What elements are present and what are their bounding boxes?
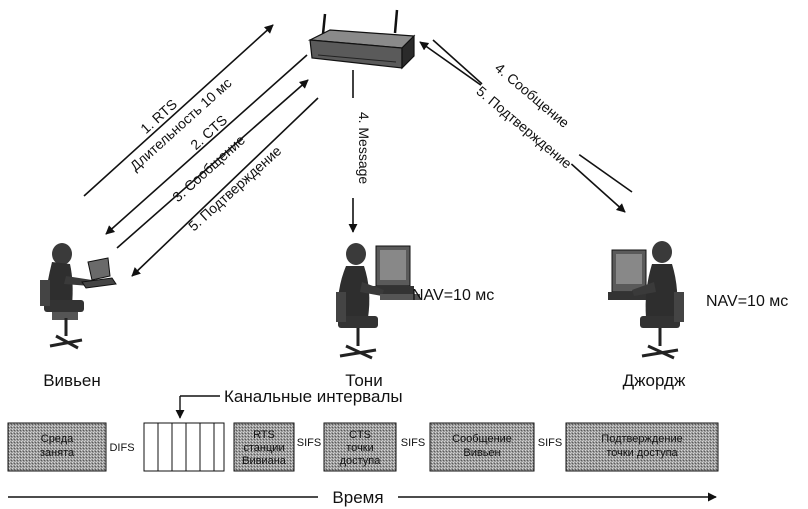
svg-text:Среда: Среда [41, 433, 74, 445]
channel-slots-callout: Канальные интервалы [175, 387, 403, 419]
access-point-icon [307, 9, 416, 70]
label-ack: 5. Подтверждение [185, 142, 284, 234]
time-label: Время [332, 488, 383, 507]
timeline-difs: DIFS [109, 442, 134, 454]
svg-text:CTS: CTS [349, 429, 371, 441]
svg-text:Вивиана: Вивиана [242, 455, 287, 467]
svg-text:Сообщение: Сообщение [452, 433, 512, 445]
arrow-rts [83, 24, 274, 197]
timeline-ack-box: Подтверждение точки доступа [565, 422, 719, 472]
timeline-cts-box: CTS точки доступа [323, 422, 397, 472]
timeline-message-box: Сообщение Вивьен [429, 422, 535, 472]
george-desktop-user-icon [608, 241, 684, 360]
tony-name: Тони [345, 371, 382, 390]
timeline-sifs-3: SIFS [538, 437, 562, 449]
timeline-rts-box: RTS станции Вивиана [233, 422, 295, 472]
timeline-slots [143, 422, 225, 472]
timeline-sifs-1: SIFS [297, 437, 321, 449]
george-nav-label: NAV=10 мс [706, 293, 788, 310]
tony-desktop-user-icon [336, 243, 420, 360]
svg-text:точки доступа: точки доступа [606, 447, 678, 459]
vivien-name: Вивьен [43, 371, 101, 390]
timeline: Среда занята DIFS RTS станции Вивиана SI… [7, 422, 719, 472]
svg-text:доступа: доступа [340, 455, 382, 467]
arrow-ack-to-vivien [131, 97, 319, 277]
left-arrows [83, 24, 319, 277]
left-arrow-labels: 1. RTS Длительность 10 мс 2. CTS 3. Сооб… [127, 75, 285, 235]
timeline-busy-box: Среда занята [7, 422, 107, 472]
arrow-cts [105, 54, 308, 235]
svg-text:станции: станции [243, 442, 284, 454]
tony-nav-label: NAV=10 мс [412, 287, 494, 304]
svg-text:занята: занята [40, 447, 75, 459]
vivien-laptop-user-icon [40, 243, 117, 350]
svg-text:Вивьен: Вивьен [463, 447, 500, 459]
svg-text:RTS: RTS [253, 429, 275, 441]
label-center-message: 4. Message [356, 112, 372, 185]
channel-slots-label: Канальные интервалы [224, 387, 403, 406]
timeline-sifs-2: SIFS [401, 437, 425, 449]
svg-text:Подтверждение: Подтверждение [601, 433, 682, 445]
time-axis: Время [8, 488, 717, 507]
arrow-message-to-ap [116, 79, 309, 249]
george-name: Джордж [623, 371, 686, 390]
svg-text:точки: точки [346, 442, 373, 454]
